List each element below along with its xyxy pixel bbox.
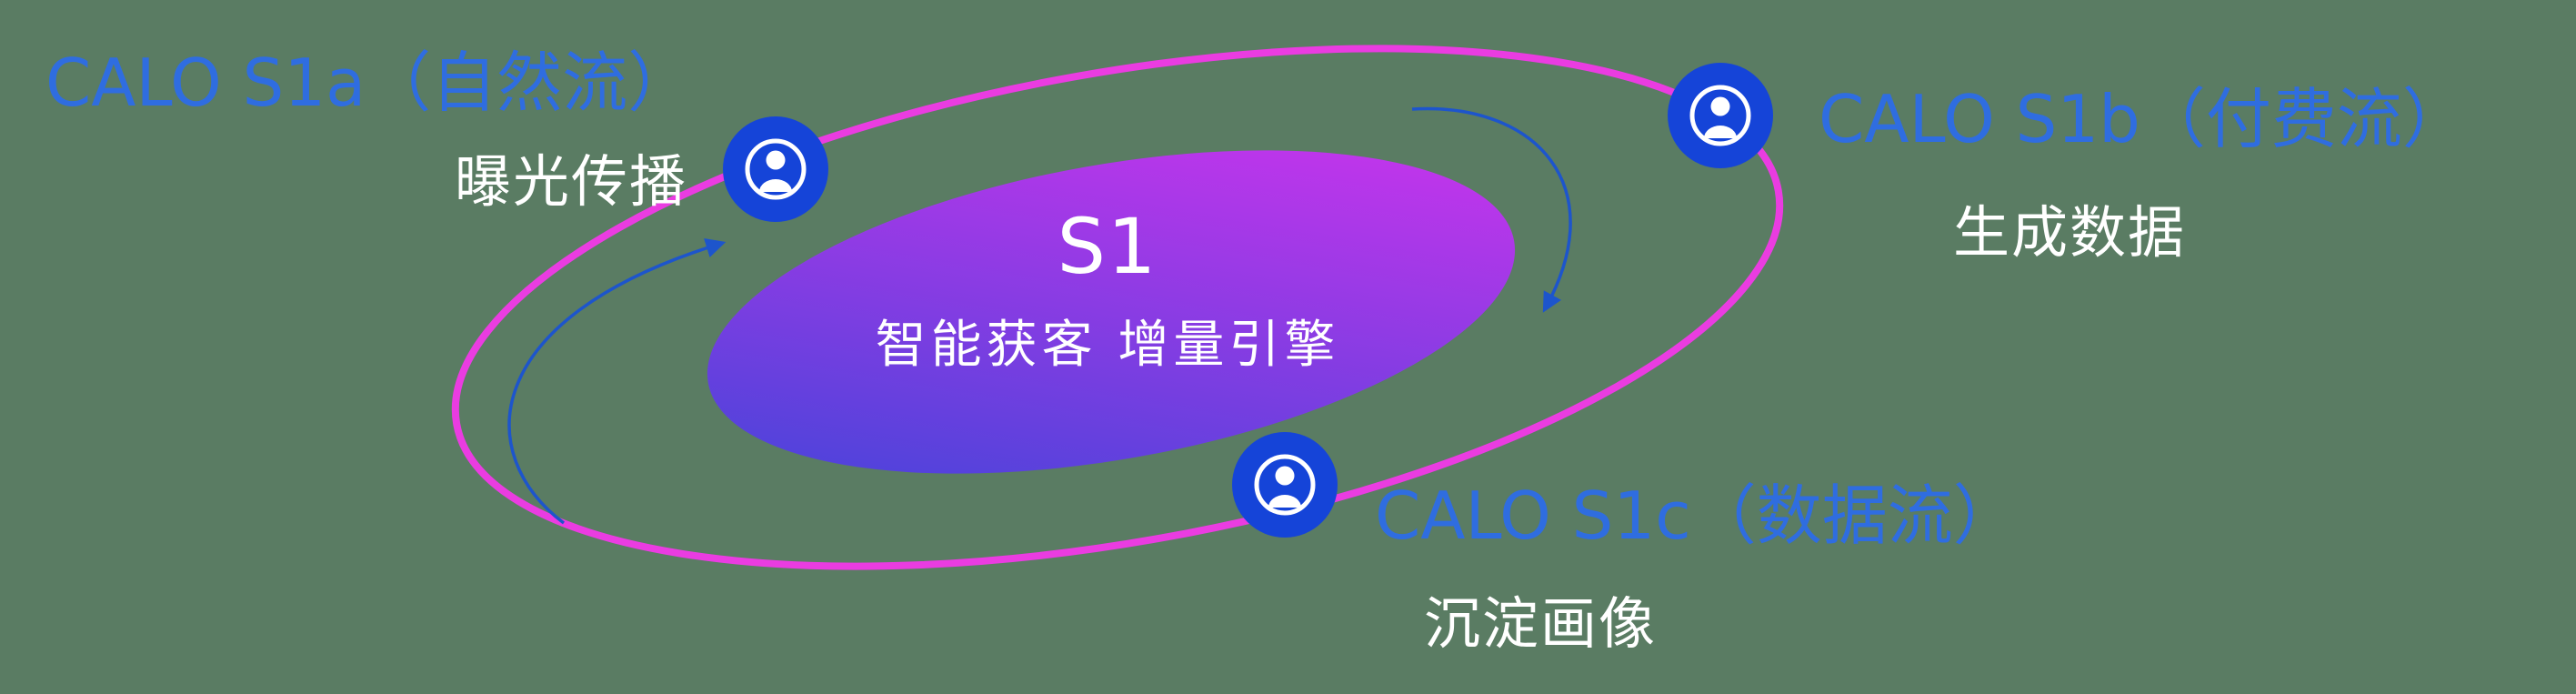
core-ellipse bbox=[707, 150, 1516, 474]
node-s1c-label: CALO S1c（数据流） bbox=[1375, 478, 2019, 554]
node-s1c-sublabel: 沉淀画像 bbox=[1424, 590, 1658, 657]
user-icon-s1c bbox=[1232, 432, 1338, 538]
flow-arrow-top-right bbox=[1411, 106, 1572, 313]
node-s1a-label: CALO S1a（自然流） bbox=[45, 45, 694, 121]
flow-arrow-left bbox=[507, 238, 727, 525]
orbit-ring bbox=[451, 45, 1784, 570]
user-icon-s1b bbox=[1668, 63, 1773, 168]
core-subtitle: 智能获客 增量引擎 bbox=[875, 316, 1340, 375]
user-icon-s1a bbox=[723, 116, 828, 222]
core-title: S1 bbox=[1057, 202, 1158, 291]
node-s1b-label: CALO S1b（付费流） bbox=[1819, 81, 2468, 157]
core-text: S1 智能获客 增量引擎 bbox=[876, 202, 1340, 377]
node-s1a-sublabel: 曝光传播 bbox=[455, 148, 688, 215]
node-s1b-sublabel: 生成数据 bbox=[1953, 199, 2187, 266]
